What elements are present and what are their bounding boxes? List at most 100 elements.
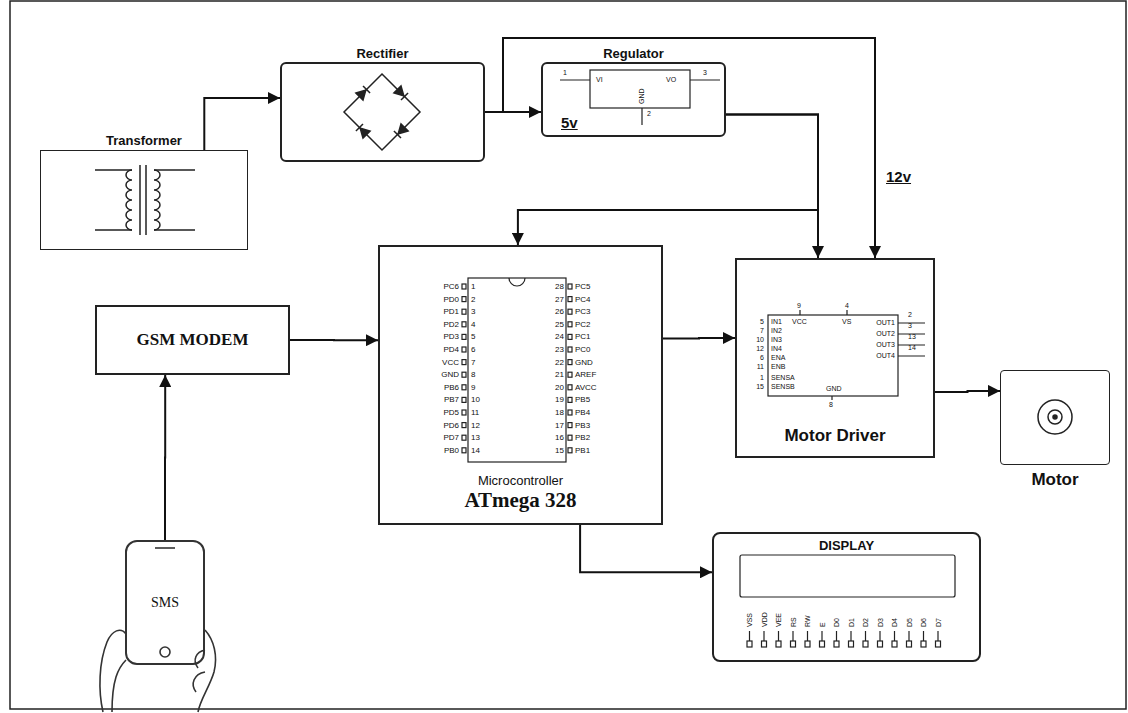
pin-label: ENB	[771, 363, 785, 370]
pin-label: SENSB	[771, 383, 795, 390]
pin-label: IN1	[771, 318, 782, 325]
pin-label: OUT4	[876, 352, 895, 359]
connector-arrow	[485, 38, 875, 258]
node-text: Rectifier	[282, 46, 483, 61]
pin-label: PB1	[575, 447, 590, 455]
pin-label: D0	[833, 618, 840, 627]
pin-label: 6	[760, 354, 764, 361]
pin-label: 12	[756, 345, 764, 352]
pin-label: D2	[862, 618, 869, 627]
node-text: Motor Driver	[784, 426, 885, 446]
pin-label: PD2	[443, 321, 459, 329]
pin-label: 9	[797, 302, 801, 309]
pin-label: IN4	[771, 345, 782, 352]
modem-box: GSM MODEM	[95, 305, 290, 375]
lcd-symbol	[740, 555, 955, 647]
pin-label: 13	[471, 434, 480, 442]
pin-label: GND	[575, 359, 593, 367]
pin-label: RW	[804, 615, 811, 627]
pin-label: AVCC	[575, 384, 597, 392]
node-text: Motor	[991, 470, 1119, 490]
pin-label: 16	[555, 434, 564, 442]
pin-label: PB5	[575, 396, 590, 404]
rectifier-box: Rectifier	[280, 62, 485, 162]
node-text: Microcontroller	[478, 473, 563, 488]
pin-label: VO	[666, 76, 676, 83]
pin-label: 3	[908, 322, 912, 329]
pin-label: 25	[555, 321, 564, 329]
pin-label: 17	[555, 422, 564, 430]
driver-box: Motor Driver	[735, 258, 935, 458]
frame	[10, 1, 1126, 709]
transformer-box: Transformer	[40, 150, 248, 250]
pin-label: IN3	[771, 336, 782, 343]
pin-label: 11	[471, 409, 479, 417]
pin-label: VCC	[442, 359, 459, 367]
phone-shape: SMS	[125, 540, 205, 665]
pin-label: D3	[877, 618, 884, 627]
pin-label: VDD	[761, 612, 768, 627]
connector-arrow	[164, 375, 166, 540]
pin-label: PD4	[443, 346, 459, 354]
pin-label: 21	[555, 371, 564, 379]
pin-label: PD7	[443, 434, 459, 442]
pin-label: 13	[908, 333, 916, 340]
pin-label: ENA	[771, 354, 785, 361]
pin-label: 6	[471, 346, 475, 354]
node-text: Regulator	[543, 46, 724, 61]
pin-label: PD1	[443, 308, 459, 316]
pin-label: 7	[760, 327, 764, 334]
motor-symbol	[1038, 400, 1072, 434]
pin-label: 26	[555, 308, 564, 316]
node-text: DISPLAY	[714, 538, 979, 553]
pin-label: D1	[848, 618, 855, 627]
connector-arrow	[580, 525, 712, 572]
pin-label: VEE	[775, 613, 782, 627]
transformer-symbol	[95, 165, 195, 235]
pin-label: PB7	[444, 396, 459, 404]
pin-label: PC4	[575, 296, 591, 304]
pin-label: PC6	[443, 283, 459, 291]
connector-arrow	[726, 115, 818, 259]
pin-label: D4	[891, 618, 898, 627]
pin-label: 1	[471, 283, 475, 291]
regulator-symbol	[560, 70, 720, 125]
pin-label: 14	[908, 344, 916, 351]
motor-box: Motor	[1000, 370, 1110, 465]
pin-label: PB2	[575, 434, 590, 442]
pin-label: 2	[647, 110, 651, 117]
pin-label: PC1	[575, 333, 591, 341]
connector-arrow	[290, 339, 378, 341]
bridge-rectifier-symbol	[344, 74, 420, 150]
pin-label: PC3	[575, 308, 591, 316]
microcontroller-chip	[462, 278, 572, 462]
pin-label: 14	[471, 447, 480, 455]
pin-label: OUT1	[876, 319, 895, 326]
pin-label: PB6	[444, 384, 459, 392]
pin-label: E	[819, 622, 826, 627]
voltage-label: 12v	[884, 168, 913, 185]
pin-label: 22	[555, 359, 564, 367]
node-text: ATmega 328	[464, 488, 576, 513]
connector-arrow	[663, 337, 735, 340]
node-text: Transformer	[41, 133, 247, 148]
pin-label: 1	[760, 374, 764, 381]
pin-label: PC0	[575, 346, 591, 354]
pin-label: D6	[920, 618, 927, 627]
pin-label: 8	[829, 401, 833, 408]
pin-label: 28	[555, 283, 564, 291]
pin-label: 10	[471, 396, 480, 404]
pin-label: OUT3	[876, 341, 895, 348]
pin-label: 10	[756, 336, 764, 343]
pin-label: GND	[638, 88, 645, 104]
node-text: 5v	[561, 114, 578, 131]
pin-label: 4	[471, 321, 475, 329]
pin-label: 11	[757, 363, 764, 370]
pin-label: 20	[555, 384, 564, 392]
pin-label: VS	[842, 318, 851, 325]
pin-label: 27	[555, 296, 564, 304]
microcontroller-box: MicrocontrollerATmega 328	[378, 245, 663, 525]
pin-label: 24	[555, 333, 564, 341]
display-box: DISPLAY	[712, 532, 981, 662]
connector-arrow	[935, 391, 1000, 392]
